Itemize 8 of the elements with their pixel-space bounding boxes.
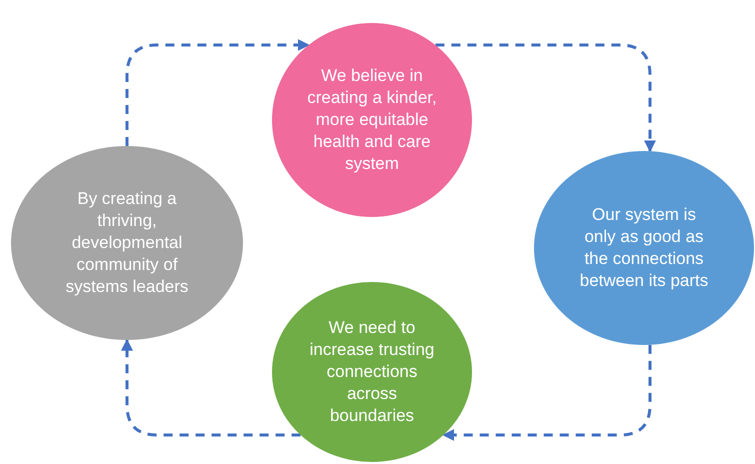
node-text: By creating a thriving, developmental community of systems leaders (64, 188, 190, 298)
node-text: We believe in creating a kinder, more equitable health and care system (306, 65, 438, 175)
dashed-arrow (435, 44, 656, 152)
dashed-arrow (126, 39, 310, 146)
node-text: We need to increase trusting connections across boundaries (310, 317, 434, 427)
node-text: Our system is only as good as the connections between its parts (578, 204, 710, 292)
dashed-arrow (442, 344, 652, 441)
dashed-arrow (121, 338, 301, 436)
